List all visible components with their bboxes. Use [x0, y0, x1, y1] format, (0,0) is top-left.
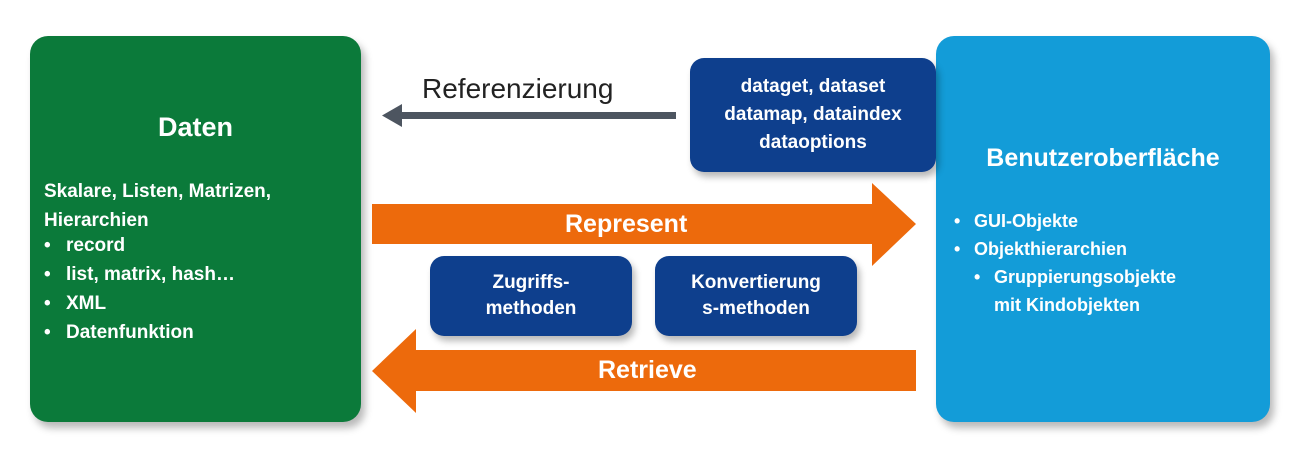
benutzeroberflaeche-box: Benutzeroberfläche GUI-Objekte Objekthie…	[936, 36, 1270, 422]
referenzierung-label: Referenzierung	[422, 73, 614, 104]
ui-item-gruppierungsobjekte: Gruppierungsobjekte	[954, 263, 1176, 291]
zugriffsmethoden-box: Zugriffs- methoden	[430, 256, 632, 336]
methods-line2: datamap, dataindex	[724, 104, 902, 125]
zugriff-line1: Zugriffs-	[492, 272, 570, 293]
ui-item-kindobjekte: mit Kindobjekten	[994, 295, 1141, 315]
daten-title: Daten	[157, 112, 233, 142]
daten-intro-line2: Hierarchien	[44, 210, 149, 231]
ui-item-objekthierarchien: Objekthierarchien	[954, 235, 1176, 263]
data-methods-box: dataget, dataset datamap, dataindex data…	[690, 58, 936, 172]
ui-list: GUI-Objekte Objekthierarchien Gruppierun…	[954, 207, 1176, 319]
konvertierungsmethoden-box: Konvertierung s-methoden	[655, 256, 857, 336]
daten-box: Daten Skalare, Listen, Matrizen, Hierarc…	[30, 36, 361, 422]
ui-title: Benutzeroberfläche	[986, 144, 1220, 172]
daten-item-record: record	[44, 231, 235, 260]
daten-intro-line1: Skalare, Listen, Matrizen,	[44, 181, 272, 202]
zugriff-line2: methoden	[485, 298, 577, 319]
retrieve-arrow	[372, 329, 916, 413]
konv-line2: s-methoden	[702, 298, 810, 319]
represent-label: Represent	[565, 210, 688, 238]
retrieve-label: Retrieve	[598, 356, 697, 384]
methods-line1: dataget, dataset	[740, 76, 886, 97]
daten-item-list: list, matrix, hash…	[44, 260, 235, 289]
konv-line1: Konvertierung	[691, 272, 821, 293]
daten-list: record list, matrix, hash… XML Datenfunk…	[44, 231, 235, 347]
referenzierung-arrow	[382, 104, 676, 127]
methods-line3: dataoptions	[759, 132, 867, 153]
ui-item-gui-objekte: GUI-Objekte	[954, 207, 1176, 235]
daten-intro: Skalare, Listen, Matrizen, Hierarchien	[44, 177, 354, 235]
daten-item-xml: XML	[44, 289, 235, 318]
daten-item-datenfunktion: Datenfunktion	[44, 318, 235, 347]
represent-arrow	[372, 183, 916, 266]
